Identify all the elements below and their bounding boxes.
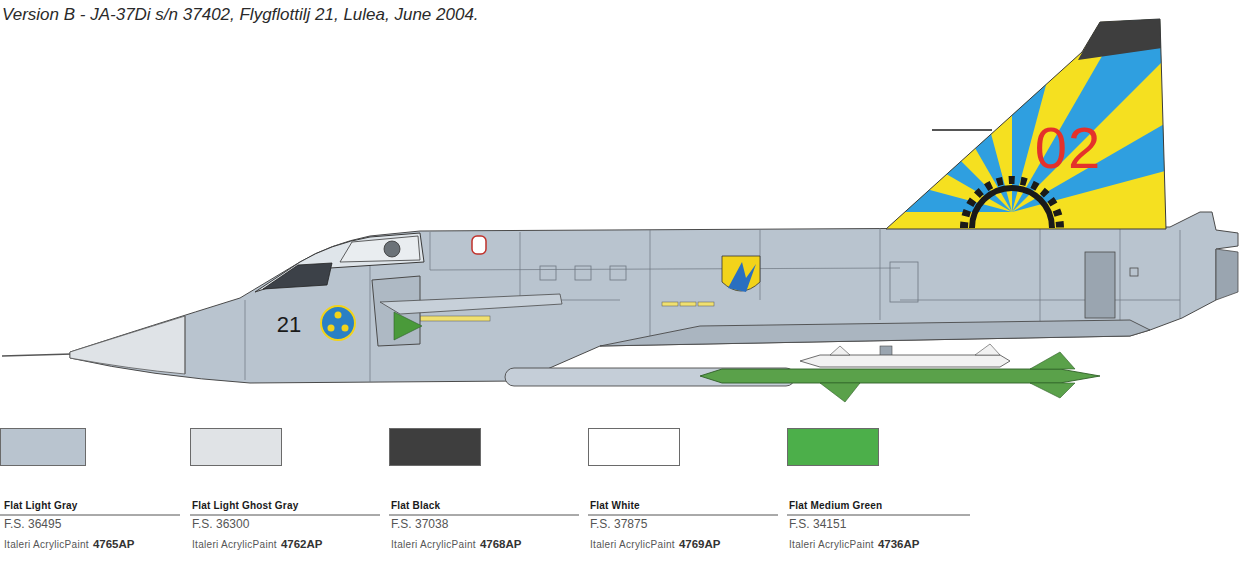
tail-fin <box>932 129 992 131</box>
paint-brand: Italeri AcrylicPaint <box>590 539 675 551</box>
color-swatch <box>787 428 879 466</box>
paint-code: 4736AP <box>878 538 920 551</box>
paint-brand: Italeri AcrylicPaint <box>391 539 476 551</box>
unit-badge <box>728 262 756 292</box>
tail-fin <box>1078 18 1162 60</box>
tail-fin <box>762 0 1240 235</box>
missile <box>820 383 860 402</box>
fuselage-code: 21 <box>277 312 301 337</box>
missile <box>830 346 850 355</box>
paint-code: 4765AP <box>93 538 135 551</box>
legend-rule <box>787 515 970 516</box>
delta-wing <box>600 320 1150 346</box>
tail-fin <box>964 180 1060 228</box>
canopy <box>263 263 332 289</box>
pitot-probe <box>2 354 72 356</box>
air-intake <box>372 276 562 346</box>
air-intake <box>394 312 422 340</box>
tail-fin <box>762 0 1240 235</box>
fuselage <box>698 302 714 306</box>
legend-rule <box>0 515 970 516</box>
fuselage <box>662 302 678 306</box>
sheet-title: Version B - JA-37Di s/n 37402, Flygflott… <box>2 5 479 25</box>
legend-rule <box>190 515 380 516</box>
color-name: Flat Black <box>391 500 440 512</box>
fuselage <box>185 316 186 374</box>
delta-wing <box>600 320 1150 346</box>
exhaust-nozzle <box>1216 249 1238 300</box>
color-swatch <box>588 428 680 466</box>
fs-number: F.S. 37875 <box>590 518 647 532</box>
paint-code: 4768AP <box>480 538 522 551</box>
unit-badge <box>722 256 760 292</box>
fuselage <box>1130 268 1138 276</box>
canopy <box>255 233 486 292</box>
paint-brand: Italeri AcrylicPaint <box>192 539 277 551</box>
legend-rule <box>389 515 579 516</box>
national-roundel <box>342 325 349 332</box>
fuselage <box>245 228 1180 382</box>
fuselage <box>680 302 696 306</box>
fuselage <box>540 266 556 280</box>
tail-fin <box>796 35 1013 212</box>
national-roundel <box>328 325 335 332</box>
tail-fin <box>886 19 1166 229</box>
canopy <box>384 241 400 257</box>
missile <box>800 355 1010 367</box>
fs-number: F.S. 37038 <box>391 518 448 532</box>
fs-number: F.S. 36495 <box>4 518 61 532</box>
fs-number: F.S. 36300 <box>192 518 249 532</box>
color-name: Flat Light Ghost Gray <box>192 500 298 512</box>
national-roundel <box>321 306 355 340</box>
fuselage <box>70 316 185 374</box>
missile <box>700 344 1100 402</box>
missile <box>1030 383 1075 398</box>
national-roundel <box>335 312 342 319</box>
missile <box>1030 352 1075 369</box>
fuselage <box>890 262 918 302</box>
color-name: Flat Medium Green <box>789 500 882 512</box>
missile <box>880 346 892 356</box>
canopy <box>340 236 420 262</box>
paint-code: 4762AP <box>281 538 323 551</box>
pitot-probe <box>2 354 72 356</box>
national-roundel <box>321 306 355 340</box>
color-name: Flat White <box>590 500 640 512</box>
fuselage <box>575 266 591 280</box>
paint-brand: Italeri AcrylicPaint <box>4 539 89 551</box>
tail-fin <box>887 0 1012 212</box>
fuselage <box>420 316 490 321</box>
missile <box>975 344 1000 355</box>
paint-brand: Italeri AcrylicPaint <box>789 539 874 551</box>
fuselage <box>70 212 1238 383</box>
paint-code: 4769AP <box>679 538 721 551</box>
legend-rule <box>588 515 778 516</box>
color-swatch <box>389 428 481 466</box>
fuselage <box>1085 252 1115 318</box>
exhaust-nozzle <box>1216 249 1238 300</box>
canopy <box>472 236 486 254</box>
legend-rule <box>0 515 180 516</box>
fuselage <box>70 212 1238 383</box>
unit-badge <box>722 256 760 291</box>
air-intake <box>380 294 562 314</box>
color-swatch <box>0 428 86 466</box>
fs-number: F.S. 34151 <box>789 518 846 532</box>
color-name: Flat Light Gray <box>4 500 78 512</box>
tail-number: 02 <box>1035 115 1102 182</box>
missile <box>700 369 1100 383</box>
fuselage <box>610 266 626 280</box>
color-swatch <box>190 428 282 466</box>
